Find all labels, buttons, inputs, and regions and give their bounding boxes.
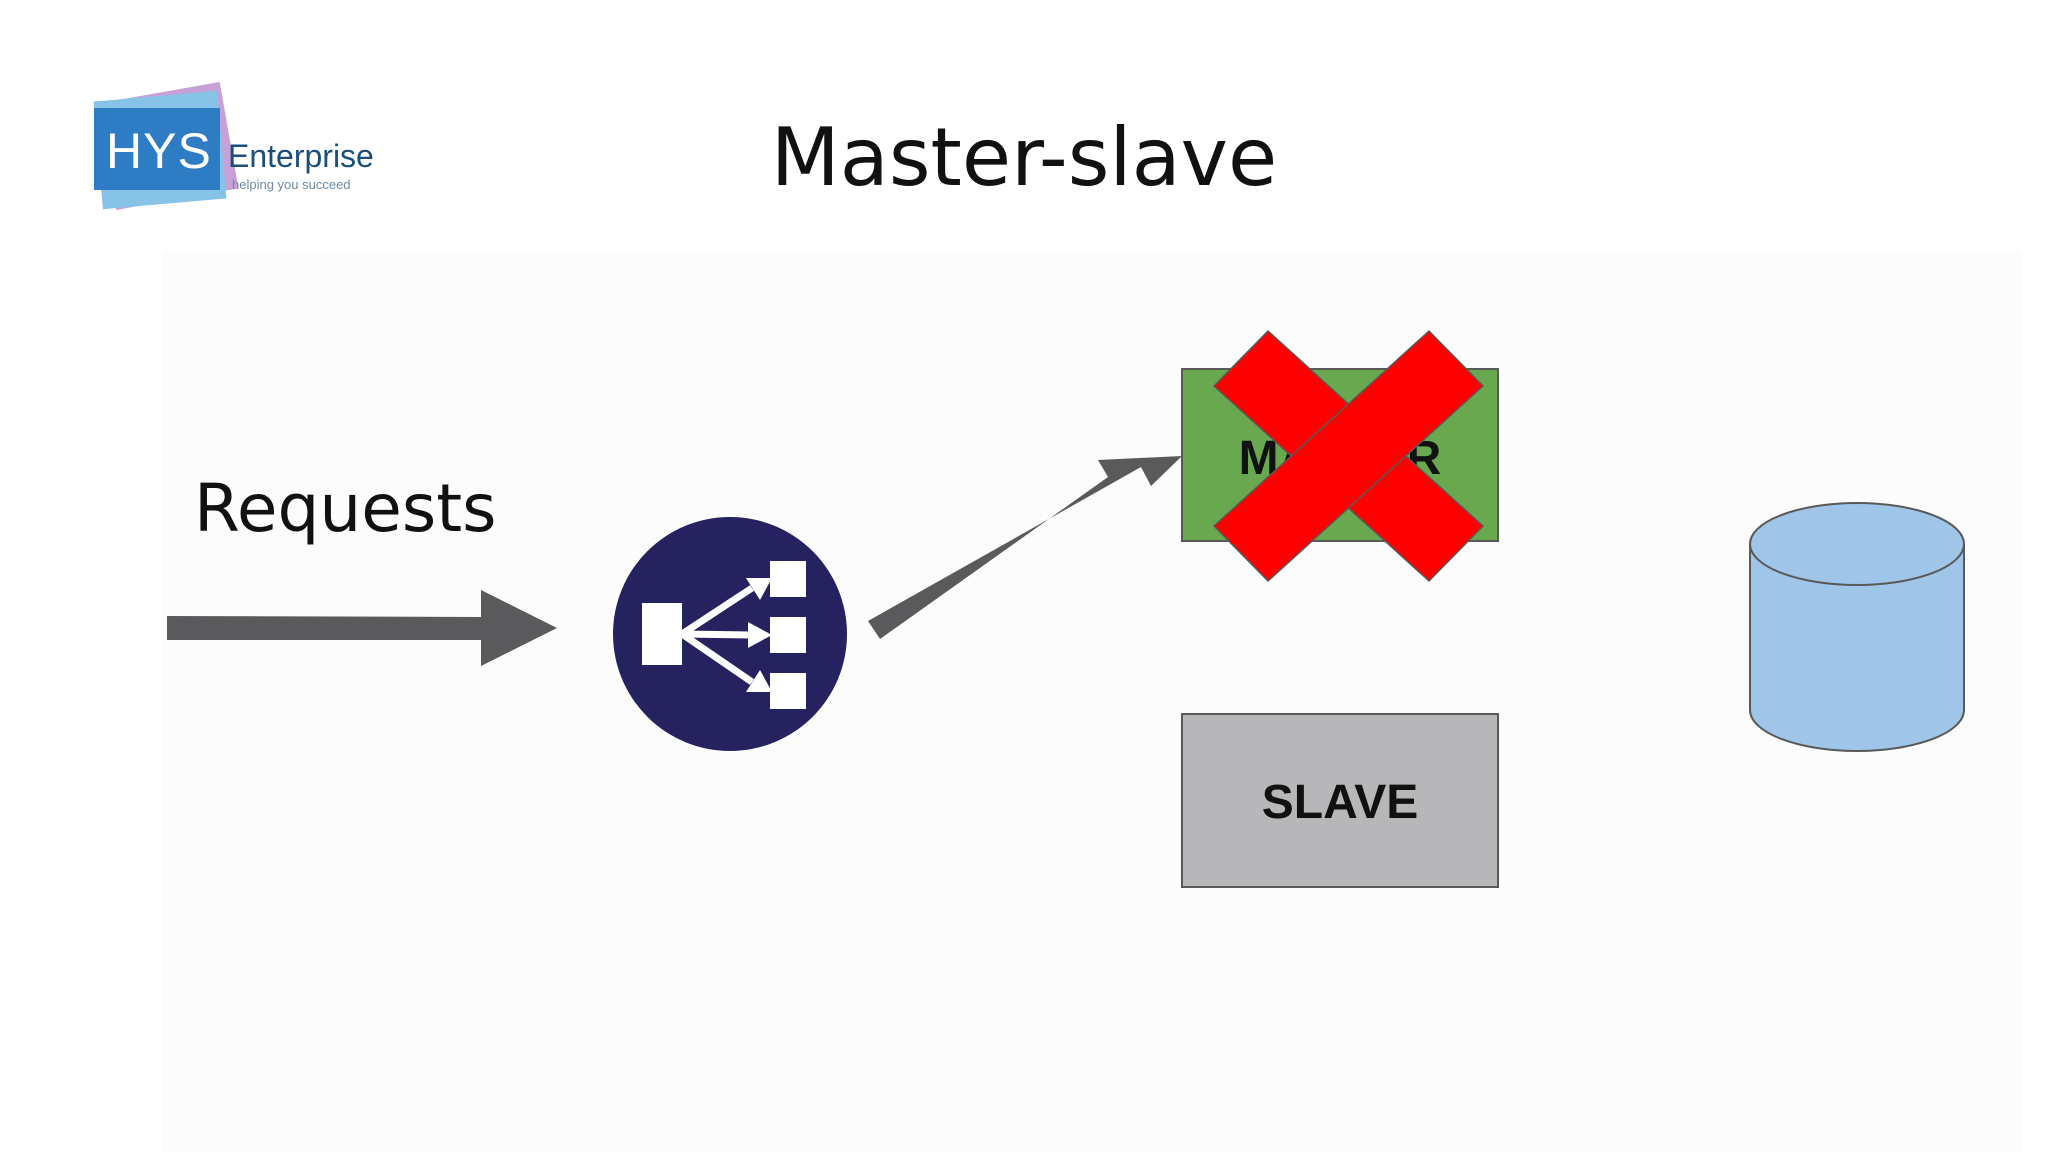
content-background: [162, 250, 2022, 1152]
master-arrow: [868, 456, 1182, 639]
red-x-icon: [1212, 329, 1485, 583]
logo-mark: HYS: [106, 123, 212, 179]
requests-arrow: [167, 590, 557, 666]
hys-enterprise-logo: HYS Enterprise helping you succeed: [88, 82, 388, 224]
slave-label: SLAVE: [1262, 776, 1418, 829]
logo-tagline: helping you succeed: [232, 177, 351, 192]
database-icon: [1749, 502, 1965, 752]
requests-label: Requests: [194, 470, 497, 547]
slide-title: Master-slave: [770, 111, 1278, 204]
logo-name: Enterprise: [228, 138, 374, 174]
load-balancer-icon: [613, 517, 847, 751]
slave-box: SLAVE: [1181, 713, 1499, 888]
logo-sheet-blue: [94, 108, 220, 190]
